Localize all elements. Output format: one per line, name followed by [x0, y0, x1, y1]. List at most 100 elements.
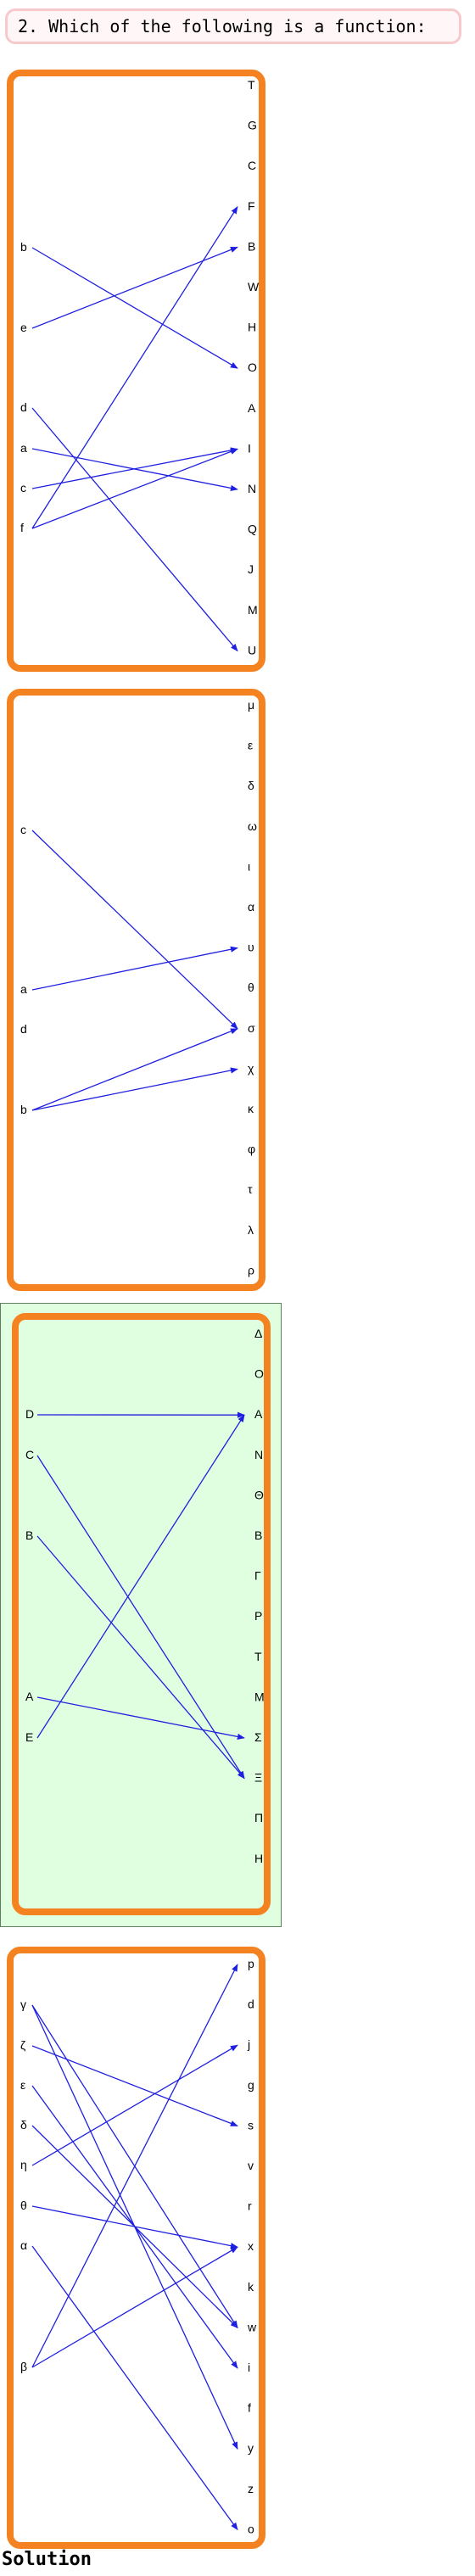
option-3-codomain-label: P [254, 1609, 262, 1623]
option-3-codomain-label: Θ [254, 1488, 264, 1501]
option-4-codomain-label: v [248, 2159, 254, 2172]
option-2-domain-label: a [20, 982, 27, 996]
option-2-panel[interactable] [7, 689, 265, 1291]
option-2-codomain-label: ρ [248, 1263, 254, 1277]
option-1-codomain-label: J [248, 562, 254, 576]
option-2-codomain-label: μ [248, 698, 254, 712]
option-1-arrow-4 [31, 447, 238, 489]
option-1-domain-label: c [20, 481, 26, 495]
option-1-domain-label: a [20, 441, 27, 455]
option-4-domain-label: θ [20, 2199, 27, 2212]
option-2-codomain-label: δ [248, 779, 254, 792]
option-2-codomain-label: θ [248, 981, 254, 994]
option-1-codomain-label: N [248, 482, 256, 495]
option-3-domain-label: E [25, 1730, 33, 1744]
option-4-codomain-label: r [248, 2199, 252, 2213]
option-1-domain-label: f [20, 521, 24, 534]
option-1-codomain-label: Q [248, 522, 257, 536]
option-2-arrow-0 [31, 830, 238, 1030]
option-2-domain-label: d [20, 1022, 27, 1036]
option-3-domain-label: A [25, 1690, 34, 1703]
option-4-codomain-label: k [248, 2280, 254, 2294]
option-1-codomain-label: O [248, 360, 257, 374]
option-4-domain-label: β [20, 2360, 27, 2373]
option-1-codomain-label: M [248, 603, 258, 617]
option-2-codomain-label: ι [248, 859, 250, 873]
option-3-domain-label: D [25, 1407, 34, 1421]
option-1-codomain-label: G [248, 119, 257, 132]
option-2-codomain-label: φ [248, 1143, 255, 1156]
option-4-arrow-9 [31, 2246, 238, 2368]
option-3-codomain-label: N [254, 1448, 263, 1461]
option-3-codomain-label: B [254, 1528, 262, 1542]
option-1-codomain-label: C [248, 159, 256, 172]
option-2-codomain-label: τ [248, 1182, 253, 1196]
correct-answer-highlight [0, 1303, 282, 1927]
option-1-codomain-label: A [248, 401, 256, 415]
option-4-arrow-2 [31, 2045, 238, 2127]
question-text: 2. Which of the following is a function: [18, 16, 427, 36]
option-3-codomain-label: H [254, 1852, 263, 1865]
option-4-codomain-label: y [248, 2441, 254, 2455]
option-4-codomain-label: x [248, 2239, 254, 2253]
option-3-codomain-label: Σ [254, 1730, 262, 1744]
option-4-codomain-label: j [247, 2037, 250, 2051]
option-4-domain-label: α [20, 2238, 27, 2252]
option-4-panel[interactable] [7, 1947, 265, 2549]
option-3-panel[interactable] [12, 1313, 271, 1915]
option-3-codomain-label: Γ [254, 1569, 261, 1583]
option-1-codomain-label: B [248, 239, 255, 253]
option-1-arrow-2 [31, 407, 238, 652]
option-1-arrow-0 [31, 247, 238, 369]
option-2-codomain-label: κ [248, 1102, 254, 1115]
option-2-codomain-label: λ [248, 1223, 254, 1237]
option-2-arrow-2 [31, 1028, 238, 1111]
option-4-codomain-label: s [248, 2118, 254, 2132]
option-4-codomain-label: z [248, 2482, 254, 2495]
option-2-codomain-label: ε [248, 739, 253, 752]
option-2-codomain-label: σ [248, 1021, 255, 1035]
option-4-arrow-5 [31, 2044, 238, 2166]
option-4-codomain-label: g [248, 2078, 254, 2092]
option-1-codomain-label: W [248, 280, 260, 293]
option-2-arrow-3 [31, 1067, 238, 1111]
option-2-codomain-label: χ [248, 1061, 254, 1075]
option-1-arrow-5 [31, 206, 238, 529]
option-2-codomain-label: ω [248, 819, 257, 833]
option-3-codomain-label: Π [254, 1811, 263, 1824]
option-4-domain-label: η [20, 2158, 27, 2171]
option-1-domain-label: e [20, 321, 27, 334]
option-4-codomain-label: f [248, 2401, 251, 2415]
option-1-arrow-6 [31, 448, 238, 529]
option-4-arrow-6 [31, 2205, 238, 2249]
option-1-codomain-label: U [248, 643, 256, 657]
option-3-arrow-1 [36, 1455, 245, 1780]
option-2-domain-label: b [20, 1103, 27, 1116]
option-1-codomain-label: I [248, 441, 251, 455]
option-3-codomain-label: M [254, 1690, 265, 1703]
option-1-panel[interactable] [7, 70, 265, 672]
option-4-domain-label: ζ [20, 2038, 25, 2052]
option-3-codomain-label: Δ [254, 1327, 262, 1340]
option-2-domain-label: c [20, 823, 26, 836]
option-4-domain-label: γ [20, 1998, 26, 2011]
option-3-codomain-label: Ξ [254, 1771, 262, 1785]
option-1-arrow-1 [31, 246, 238, 329]
option-3-arrow-3 [36, 1696, 245, 1740]
option-4-arrow-8 [31, 1964, 238, 2368]
option-1-codomain-label: H [248, 321, 256, 334]
option-4-codomain-label: i [248, 2361, 250, 2374]
option-3-codomain-label: O [254, 1367, 264, 1381]
option-3-arrow-2 [36, 1535, 245, 1780]
solution-heading: Solution [2, 2549, 92, 2570]
option-4-domain-label: δ [20, 2118, 27, 2132]
option-3-codomain-label: A [254, 1407, 263, 1421]
option-2-codomain-label: α [248, 900, 254, 914]
option-1-codomain-label: F [248, 199, 255, 213]
option-4-codomain-label: p [248, 1957, 254, 1970]
